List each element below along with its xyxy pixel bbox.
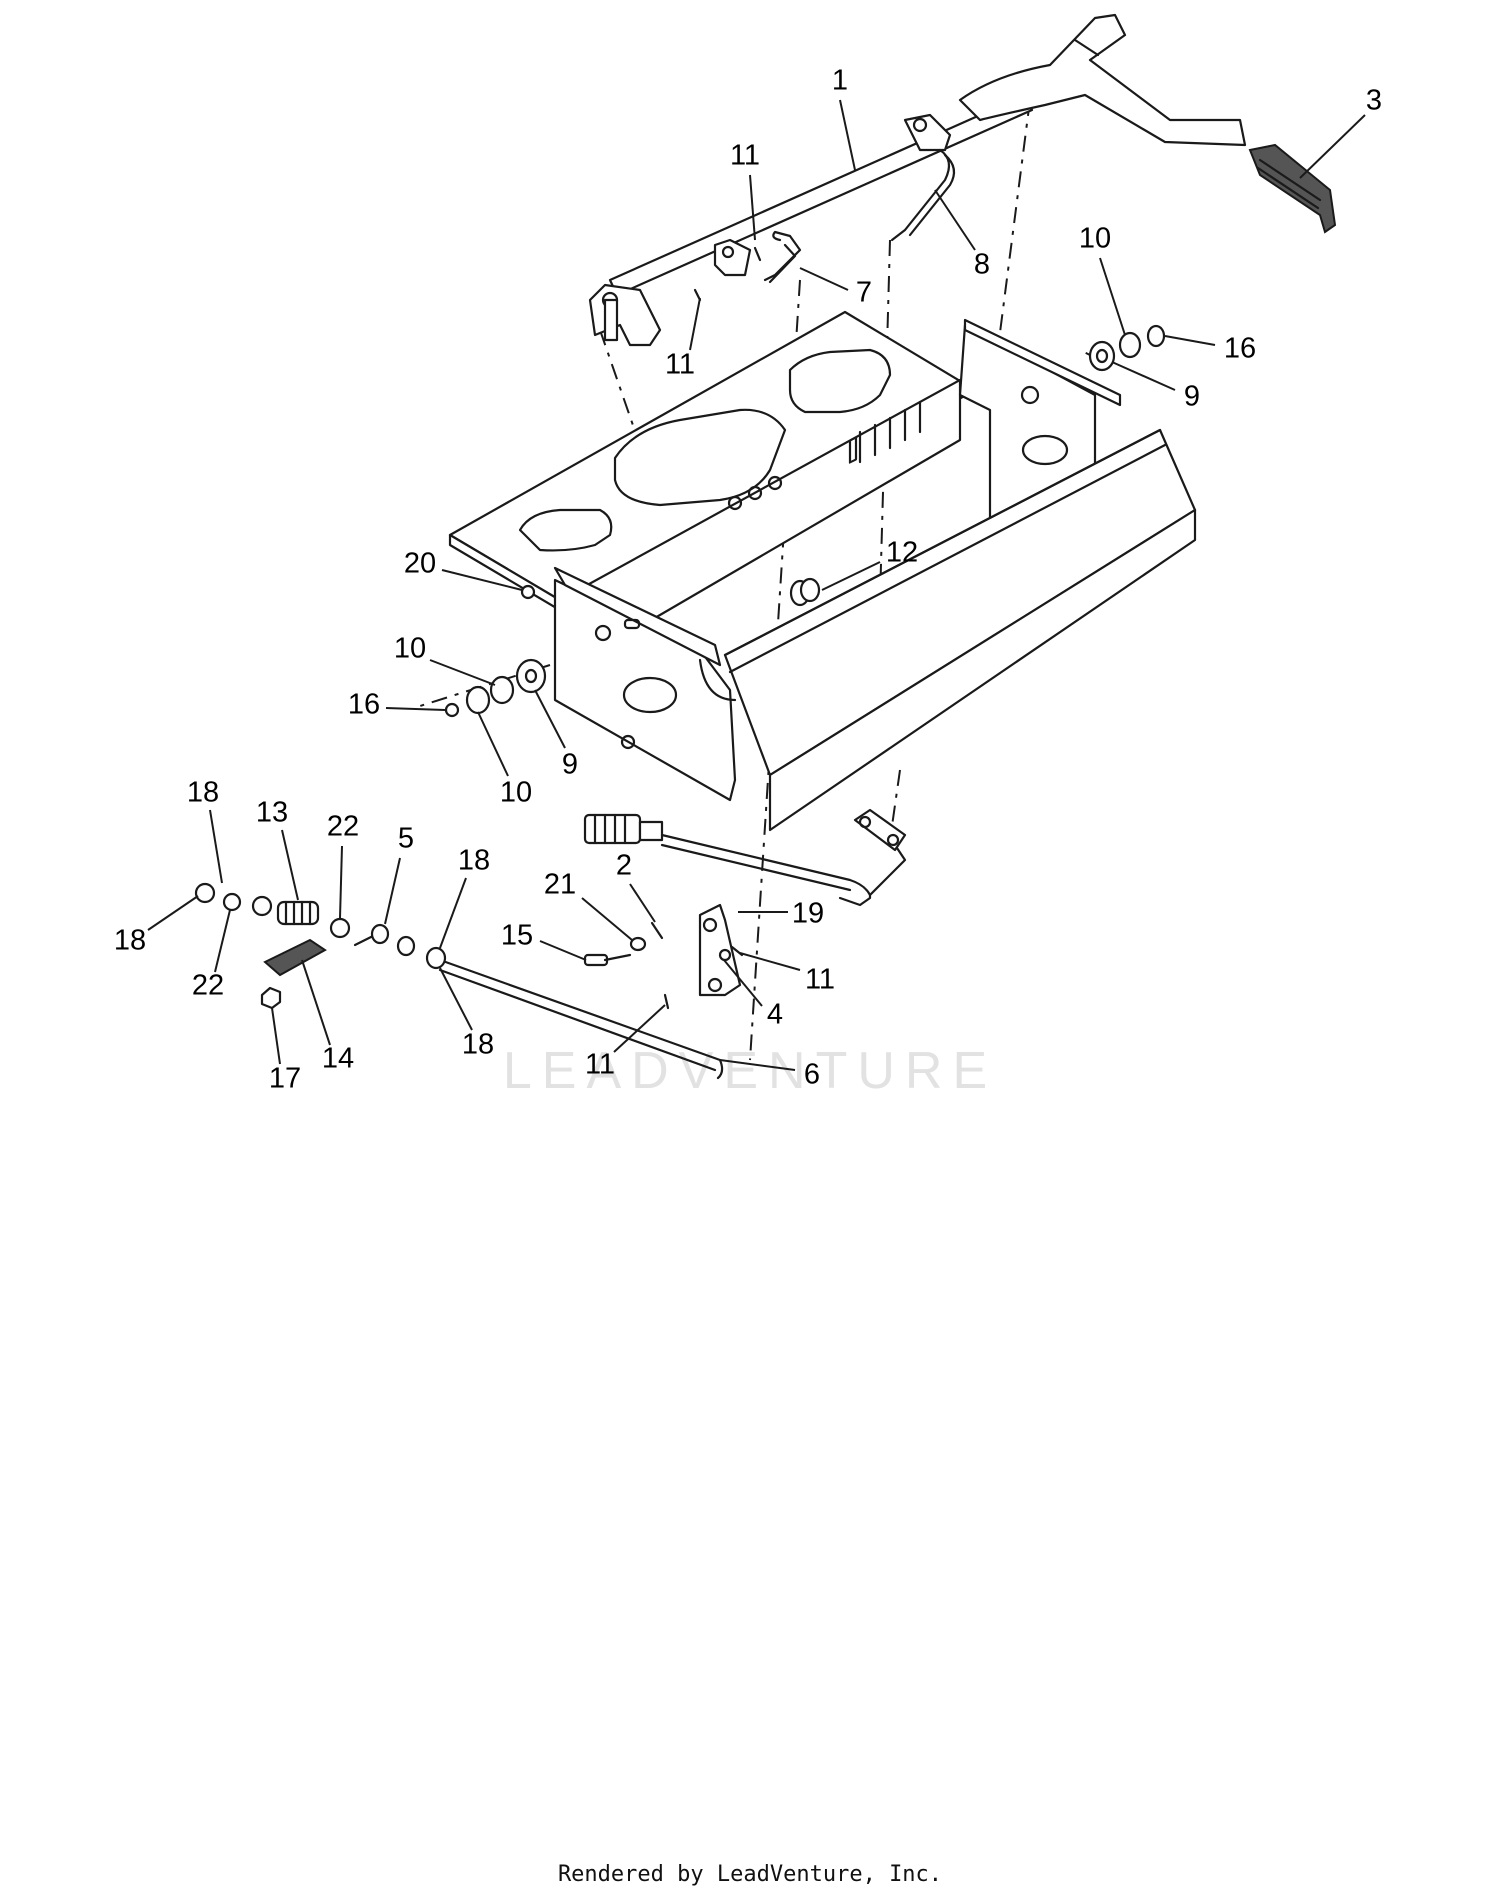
callout-leaders [147, 99, 1366, 1071]
watermark: LEADVENTURE [503, 1042, 997, 1100]
callout-22: 22 [327, 811, 359, 843]
callout-10: 10 [394, 633, 426, 665]
callout-7: 7 [856, 277, 872, 309]
frame-assembly [448, 310, 1197, 832]
callout-11: 11 [805, 964, 835, 996]
callout-13: 13 [256, 797, 288, 829]
callout-11: 11 [730, 140, 760, 172]
callout-18: 18 [458, 845, 490, 877]
callout-8: 8 [974, 249, 990, 281]
callout-14: 14 [322, 1043, 354, 1075]
callout-11: 11 [665, 349, 695, 381]
callout-6: 6 [804, 1059, 820, 1091]
callout-2: 2 [616, 850, 632, 882]
callout-16: 16 [1224, 333, 1256, 365]
spring-hardware [194, 882, 447, 1010]
callout-10: 10 [500, 777, 532, 809]
callout-16: 16 [348, 689, 380, 721]
callout-11: 11 [585, 1049, 615, 1081]
footer-credit: Rendered by LeadVenture, Inc. [557, 1862, 943, 1887]
callout-1: 1 [832, 65, 848, 97]
hardware-right [1088, 324, 1166, 372]
callout-9: 9 [1184, 381, 1200, 413]
callout-5: 5 [398, 823, 414, 855]
callout-17: 17 [269, 1063, 301, 1095]
callout-20: 20 [404, 548, 436, 580]
callout-12: 12 [886, 537, 918, 569]
callout-9: 9 [562, 749, 578, 781]
callout-4: 4 [767, 999, 783, 1031]
callout-22: 22 [192, 970, 224, 1002]
callout-21: 21 [544, 869, 576, 901]
callout-10: 10 [1079, 223, 1111, 255]
callout-19: 19 [792, 898, 824, 930]
callout-18: 18 [187, 777, 219, 809]
callout-18: 18 [114, 925, 146, 957]
hardware-left [444, 658, 547, 718]
callout-3: 3 [1366, 85, 1382, 117]
shaft-and-lever [588, 13, 1337, 347]
callout-15: 15 [501, 920, 533, 952]
callout-18: 18 [462, 1029, 494, 1061]
